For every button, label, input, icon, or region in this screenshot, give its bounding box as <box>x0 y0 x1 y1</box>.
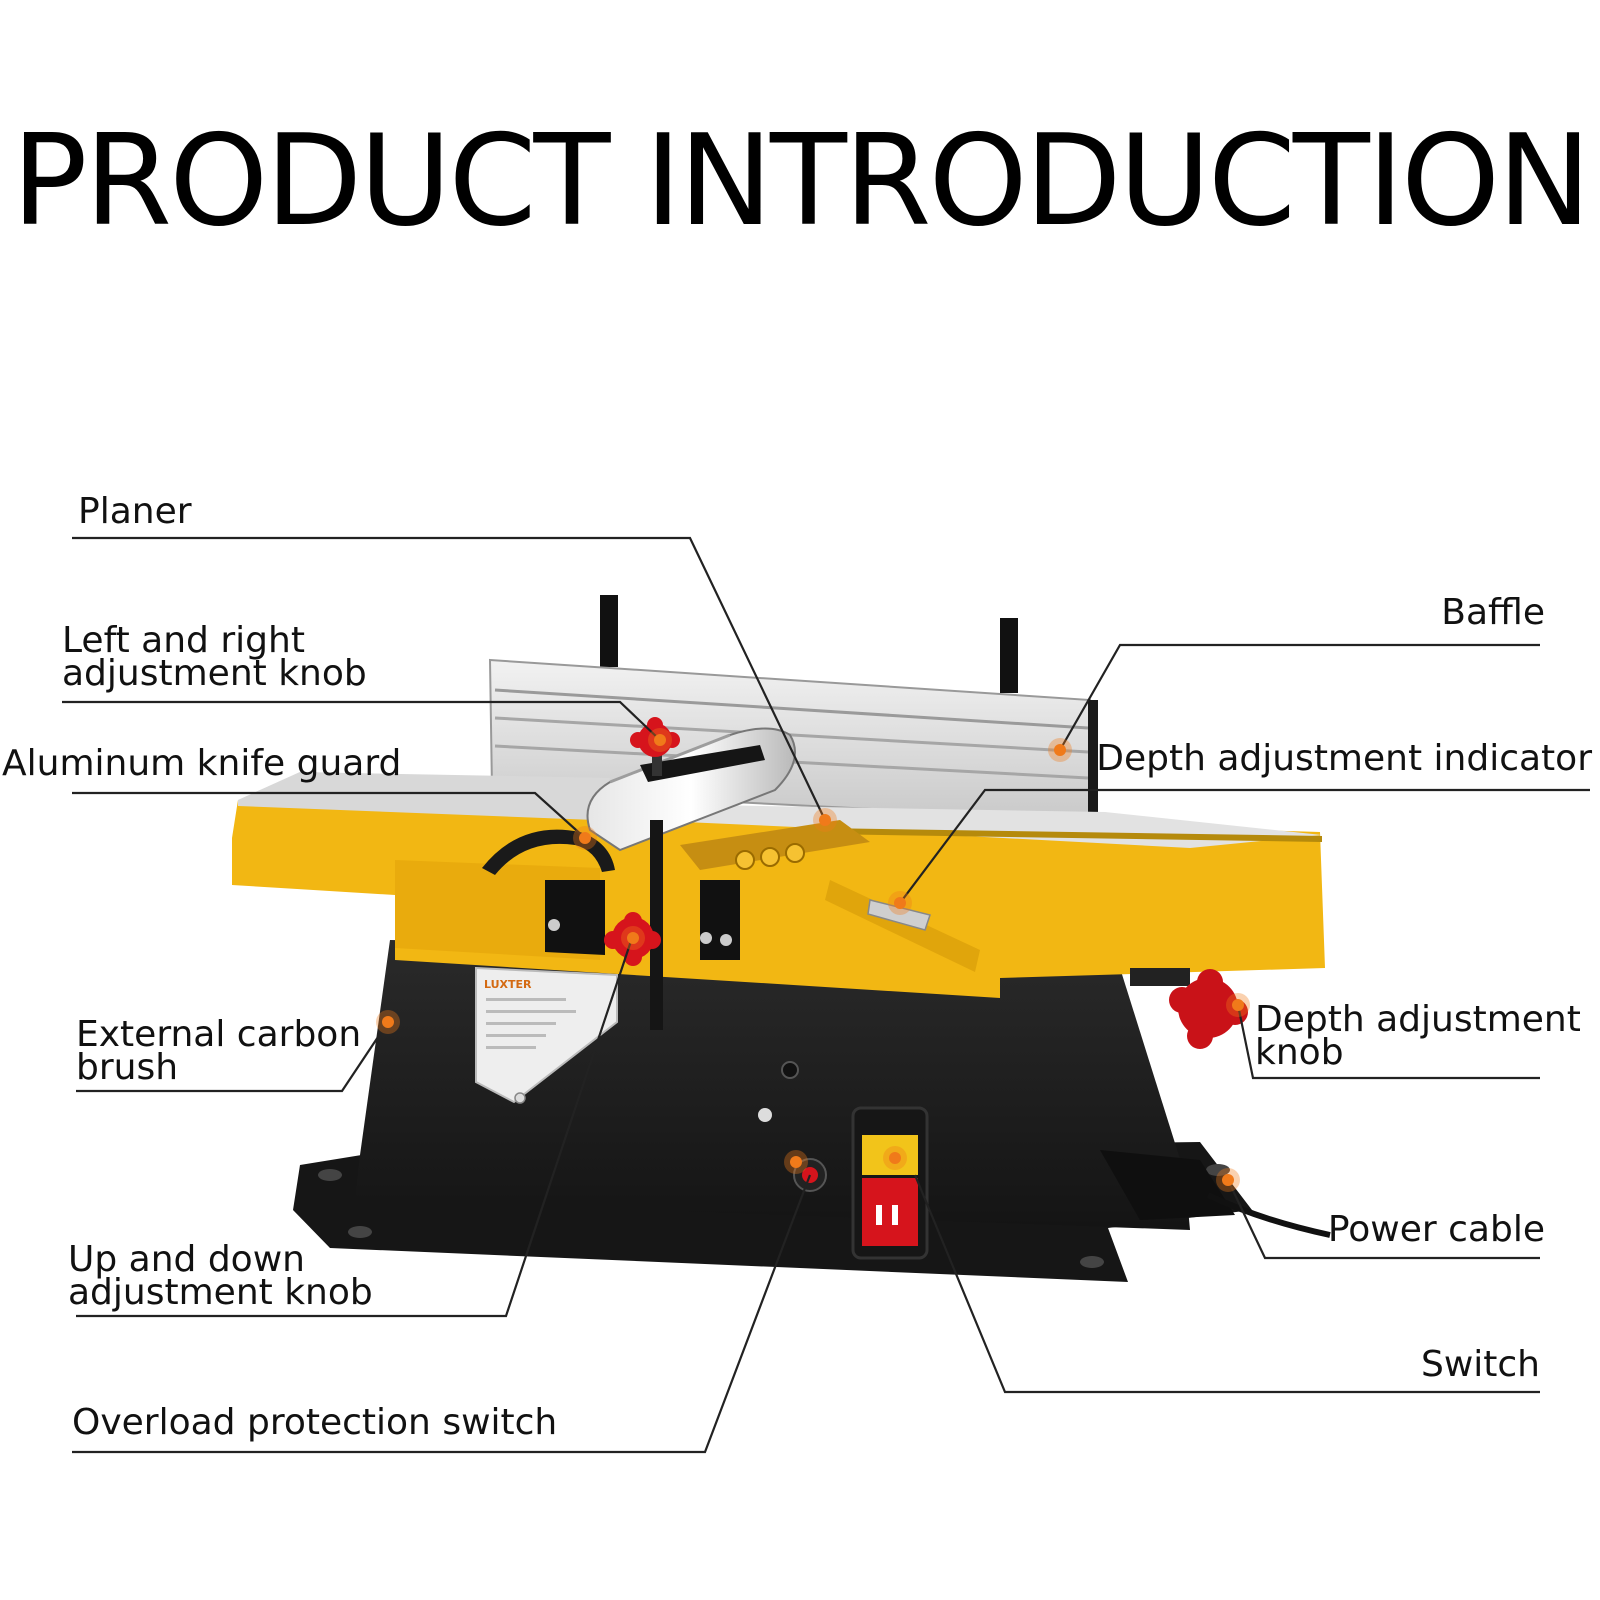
label-carbon-brush: External carbon brush <box>76 1014 362 1088</box>
label-baffle: Baffle <box>1441 592 1545 633</box>
marker-overload <box>784 1150 808 1174</box>
page-title: PRODUCT INTRODUCTION <box>11 107 1592 254</box>
marker-knife-guard <box>573 826 597 850</box>
nameplate-brand: LUXTER <box>484 978 532 991</box>
marker-depth-indicator <box>888 891 912 915</box>
label-switch: Switch <box>1420 1344 1540 1385</box>
power-cable-line <box>1206 1192 1331 1238</box>
callout-leader-lines <box>62 536 1590 1454</box>
marker-baffle <box>1048 738 1072 762</box>
label-up-down-knob: Up and down adjustment knob <box>68 1239 373 1313</box>
label-overload-switch: Overload protection switch <box>72 1402 558 1443</box>
marker-carbon-brush <box>376 1010 400 1034</box>
label-power-cable: Power cable <box>1327 1209 1545 1250</box>
depth-knob <box>1130 968 1248 1049</box>
label-left-right-knob: Left and right adjustment knob <box>62 620 367 694</box>
power-switch <box>851 1106 929 1260</box>
up-down-knob <box>604 820 663 1030</box>
nameplate: LUXTER <box>475 966 618 1104</box>
marker-planer <box>813 808 837 832</box>
marker-up-down-knob <box>621 926 645 950</box>
marker-power-cable <box>1216 1168 1240 1192</box>
marker-left-right-knob <box>648 728 672 752</box>
label-knife-guard: Aluminum knife guard <box>2 743 402 784</box>
label-planer: Planer <box>78 491 192 532</box>
callout-markers <box>376 728 1250 1192</box>
marker-depth-knob <box>1226 993 1250 1017</box>
label-depth-knob: Depth adjustment knob <box>1255 999 1581 1073</box>
cutter-slot <box>680 820 980 972</box>
marker-switch <box>883 1146 907 1170</box>
label-depth-indicator: Depth adjustment indicator <box>1096 738 1592 779</box>
